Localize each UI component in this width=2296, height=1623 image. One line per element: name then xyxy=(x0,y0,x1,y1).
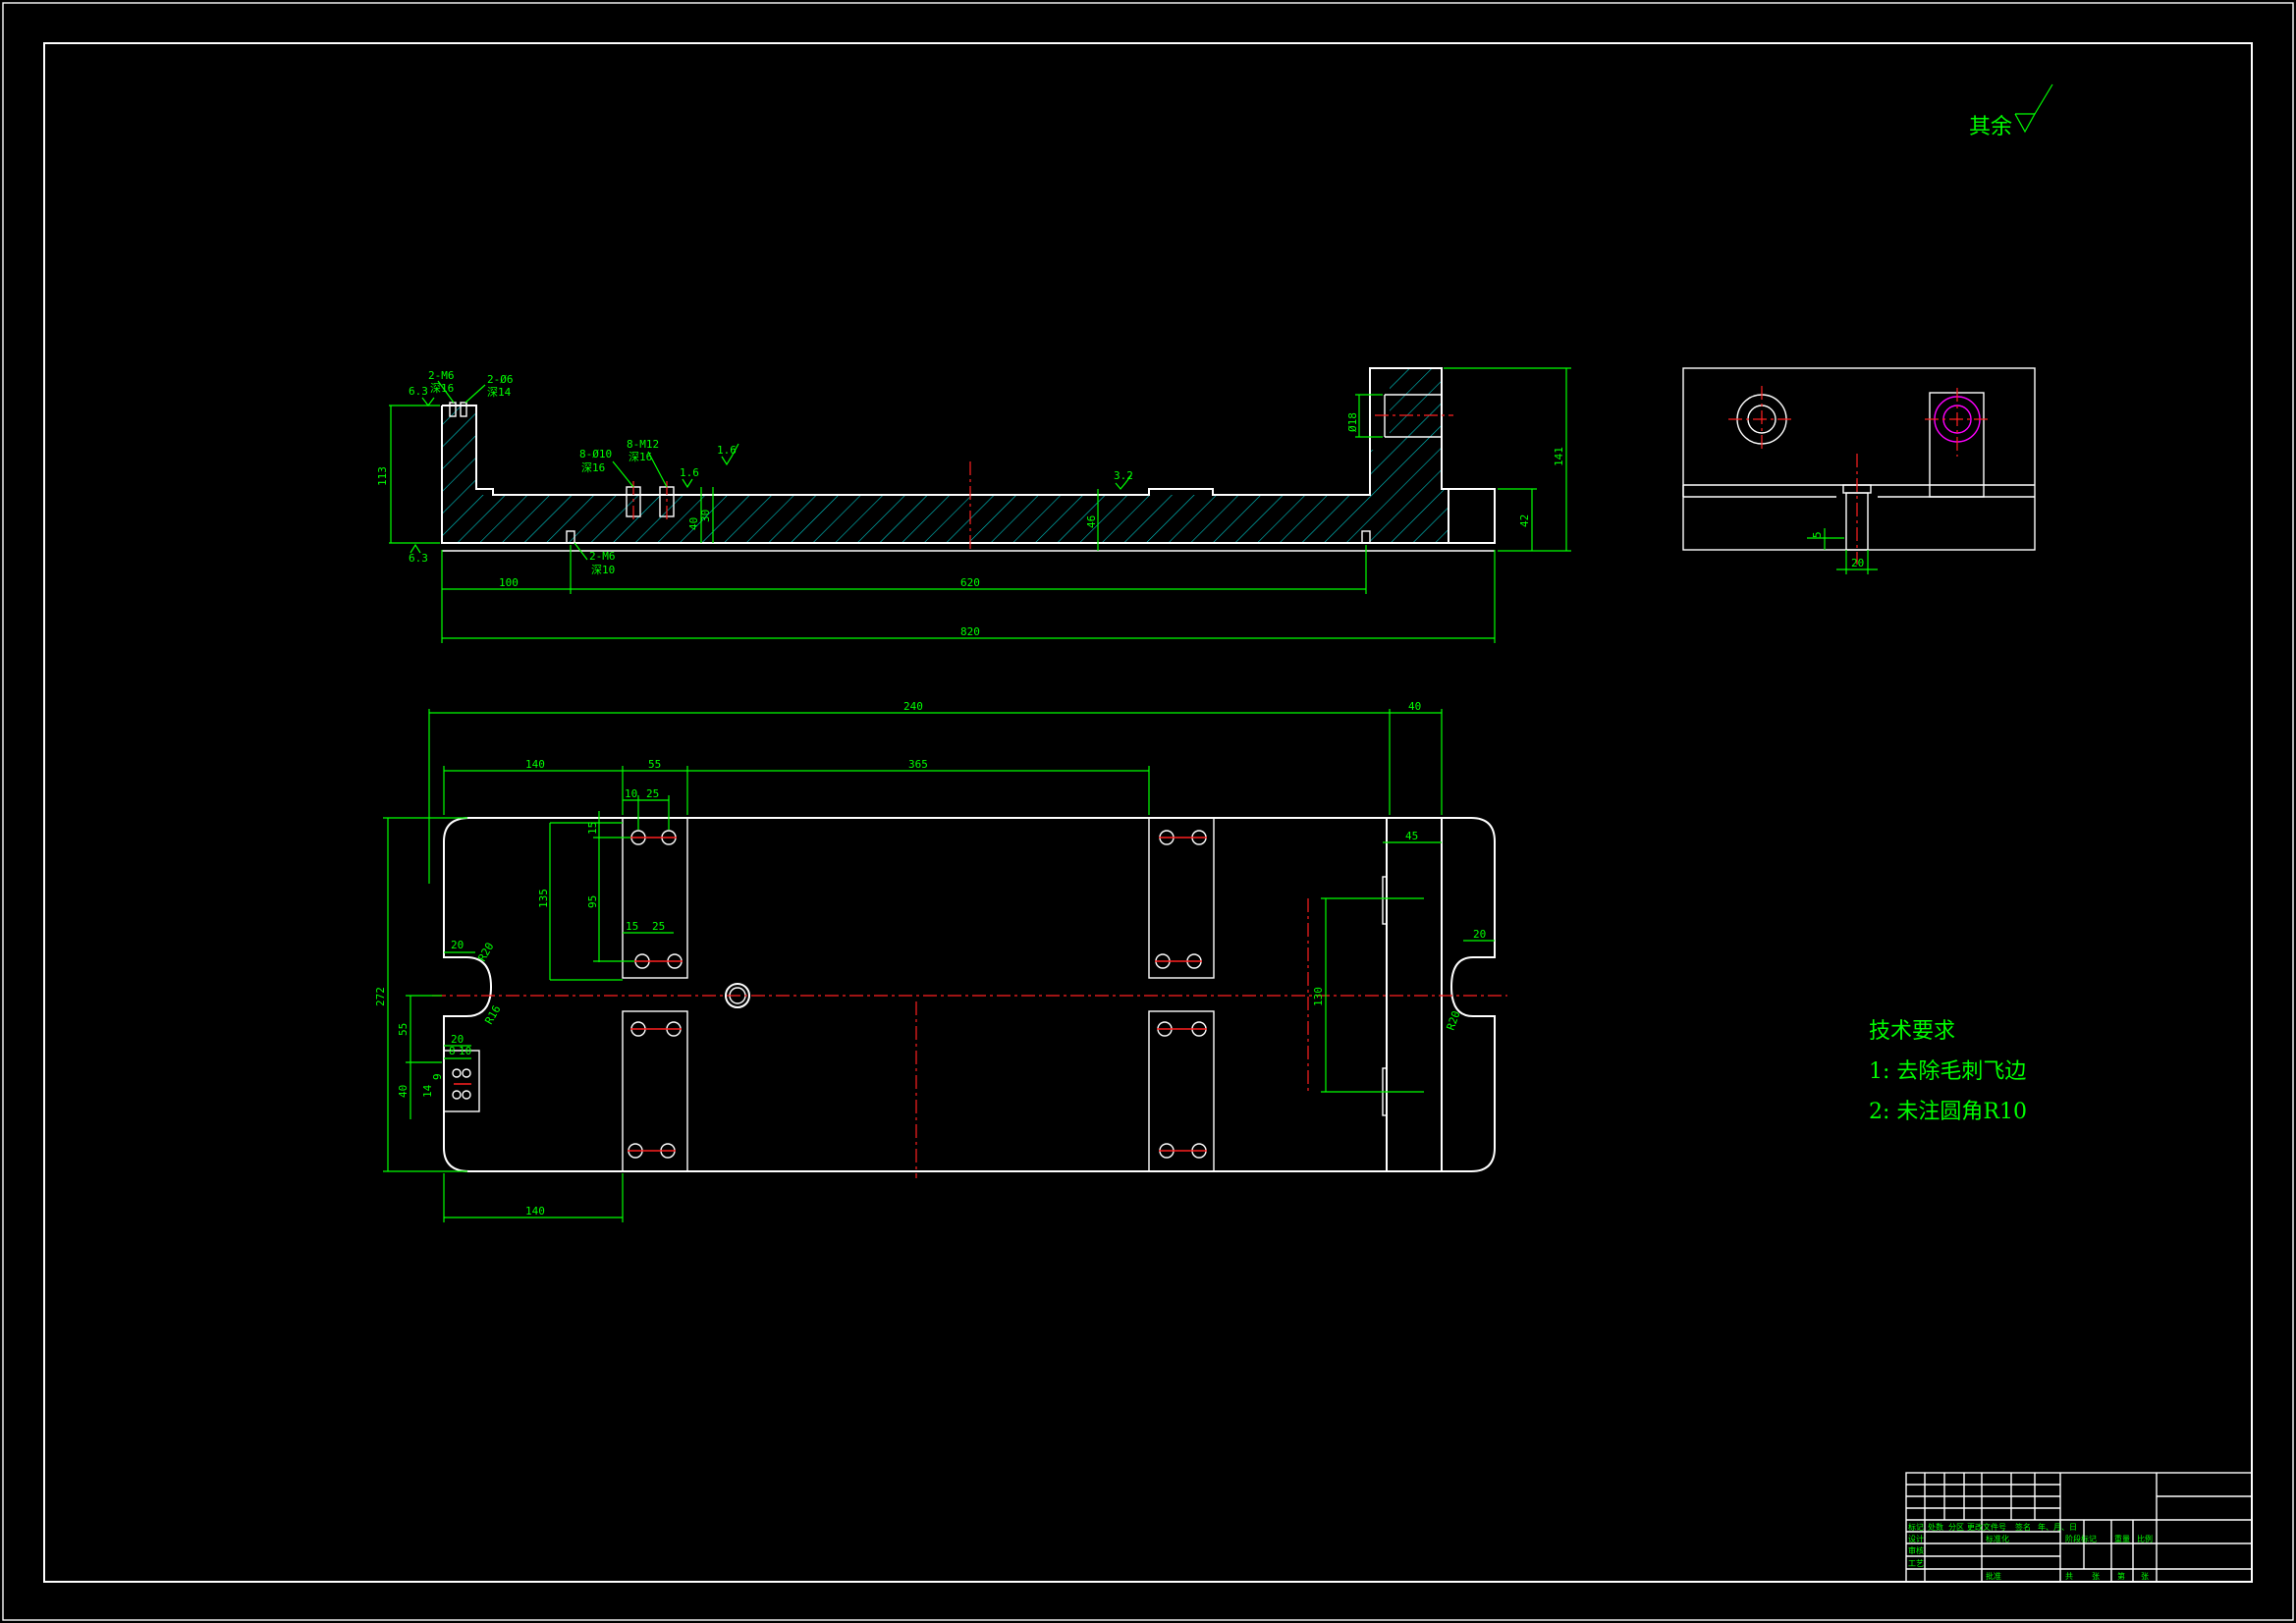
dim-10-v: 10 xyxy=(459,1045,471,1057)
tech-req-item-1: 1: 去除毛刺飞边 xyxy=(1869,1059,2026,1084)
roughness-e: 6.3 xyxy=(409,552,428,565)
dim-pocket-depth-a: 40 xyxy=(687,517,700,530)
tb-label-12: 重量 xyxy=(2114,1534,2130,1543)
dim-r20-right: R20 xyxy=(1445,1009,1463,1032)
dim-55-v: 55 xyxy=(397,1023,410,1036)
tb-label-3: 更改文件号 xyxy=(1967,1522,2006,1532)
plan-dimensions: 240 40 140 55 365 10 25 15 135 xyxy=(374,700,1495,1222)
tb-label-6: 设计 xyxy=(1908,1534,1924,1543)
dim-25-top: 25 xyxy=(646,787,659,800)
dim-135: 135 xyxy=(537,889,550,908)
dim-10: 10 xyxy=(625,787,637,800)
callout-m6b-depth: 深10 xyxy=(591,564,615,576)
tb-label-17: 张 xyxy=(2141,1572,2149,1581)
dim-40-v: 40 xyxy=(397,1085,410,1098)
dim-step-right: 42 xyxy=(1518,514,1531,527)
section-hatch xyxy=(442,368,1449,543)
dim-height-right: 141 xyxy=(1553,447,1565,466)
section-outline xyxy=(441,367,1449,544)
dim-9: 9 xyxy=(431,1073,444,1080)
tb-label-14: 共 xyxy=(2065,1572,2073,1581)
dim-45: 45 xyxy=(1405,830,1418,842)
tb-label-8: 审核 xyxy=(1908,1545,1924,1555)
dim-left-height: 113 xyxy=(376,466,389,486)
tb-label-7: 标准化 xyxy=(1986,1534,2009,1543)
tb-label-9: 工艺 xyxy=(1908,1559,1924,1568)
drawing-frame xyxy=(43,42,2253,1583)
roughness-note: 其余 xyxy=(1969,115,2012,139)
dim-140-bottom: 140 xyxy=(525,1205,545,1217)
dim-width-40: 40 xyxy=(1408,700,1421,713)
dim-left-offset: 100 xyxy=(499,576,519,589)
dim-r20: R20 xyxy=(475,941,496,964)
dim-14: 14 xyxy=(421,1084,434,1098)
callout-m6b: 2-M6 xyxy=(589,550,616,563)
callout-dia10-depth: 深16 xyxy=(581,461,605,474)
front-dimensions: 820 100 620 113 141 42 46 xyxy=(376,367,1571,643)
dim-base-thickness: 46 xyxy=(1085,515,1098,528)
tb-label-10: 批准 xyxy=(1986,1571,2001,1581)
dim-20-v: 20 xyxy=(451,1033,464,1046)
callout-dia6-depth: 深14 xyxy=(487,386,512,399)
roughness-a: 6.3 xyxy=(409,385,428,398)
dim-8: 8 xyxy=(449,1045,456,1057)
tb-label-5: 年、月、日 xyxy=(2038,1522,2077,1532)
front-section-view: 820 100 620 113 141 42 46 xyxy=(376,367,1571,643)
callout-m6: 2-M6 xyxy=(428,369,455,382)
roughness-b: 1.6 xyxy=(680,466,699,479)
dim-130: 130 xyxy=(1312,987,1325,1006)
tb-label-4: 签名 xyxy=(2015,1522,2031,1532)
dim-15-h: 15 xyxy=(626,920,638,933)
tb-label-1: 处数 xyxy=(1928,1522,1943,1532)
dim-15-v: 15 xyxy=(586,822,599,835)
roughness-c: 1.6 xyxy=(717,444,737,457)
dim-20-right: 20 xyxy=(1473,928,1486,941)
dim-pocket-depth-b: 30 xyxy=(699,510,712,522)
dim-365: 365 xyxy=(908,758,928,771)
callout-m6-depth: 深16 xyxy=(430,382,454,395)
dim-overall-length: 820 xyxy=(960,625,980,638)
side-view: 20 5 xyxy=(1682,367,2036,574)
dim-25-h: 25 xyxy=(652,920,665,933)
tech-req-item-2: 2: 未注圆角R10 xyxy=(1869,1100,2027,1124)
title-block: 标记 处数 分区 更改文件号 签名 年、月、日 设计 标准化 审核 工艺 批准 … xyxy=(1905,1472,2253,1583)
dim-95: 95 xyxy=(586,895,599,908)
dim-slot-width: 20 xyxy=(1851,557,1864,569)
plan-outline xyxy=(443,817,1496,1172)
dim-overall-width: 272 xyxy=(374,987,387,1006)
tb-label-16: 第 xyxy=(2117,1571,2125,1581)
callout-m12-depth: 深16 xyxy=(629,451,652,463)
tb-label-2: 分区 xyxy=(1948,1523,1964,1532)
callout-dia10: 8-Ø10 xyxy=(579,448,612,460)
callout-m12: 8-M12 xyxy=(627,438,659,451)
technical-requirements: 技术要求 1: 去除毛刺飞边 2: 未注圆角R10 xyxy=(1869,1019,2027,1124)
dim-slot-offset: 5 xyxy=(1811,531,1824,538)
dim-width-240: 240 xyxy=(903,700,923,713)
dim-hole-span: 620 xyxy=(960,576,980,589)
plan-hole-centers xyxy=(454,837,1207,1152)
dim-bore-dia: Ø18 xyxy=(1346,412,1359,432)
callout-dia6: 2-Ø6 xyxy=(487,373,514,386)
plan-view: 240 40 140 55 365 10 25 15 135 xyxy=(374,700,1507,1222)
dim-140-top: 140 xyxy=(525,758,545,771)
tb-label-15: 张 xyxy=(2092,1572,2100,1581)
tb-label-0: 标记 xyxy=(1908,1522,1924,1532)
tb-label-13: 比例 xyxy=(2137,1534,2153,1543)
plan-holes xyxy=(443,830,1207,1159)
roughness-symbol: 其余 xyxy=(1969,83,2053,139)
dim-55: 55 xyxy=(648,758,661,771)
tb-label-11: 阶段标记 xyxy=(2065,1534,2097,1543)
dim-20-left: 20 xyxy=(451,939,464,951)
tech-req-title: 技术要求 xyxy=(1869,1019,1955,1044)
